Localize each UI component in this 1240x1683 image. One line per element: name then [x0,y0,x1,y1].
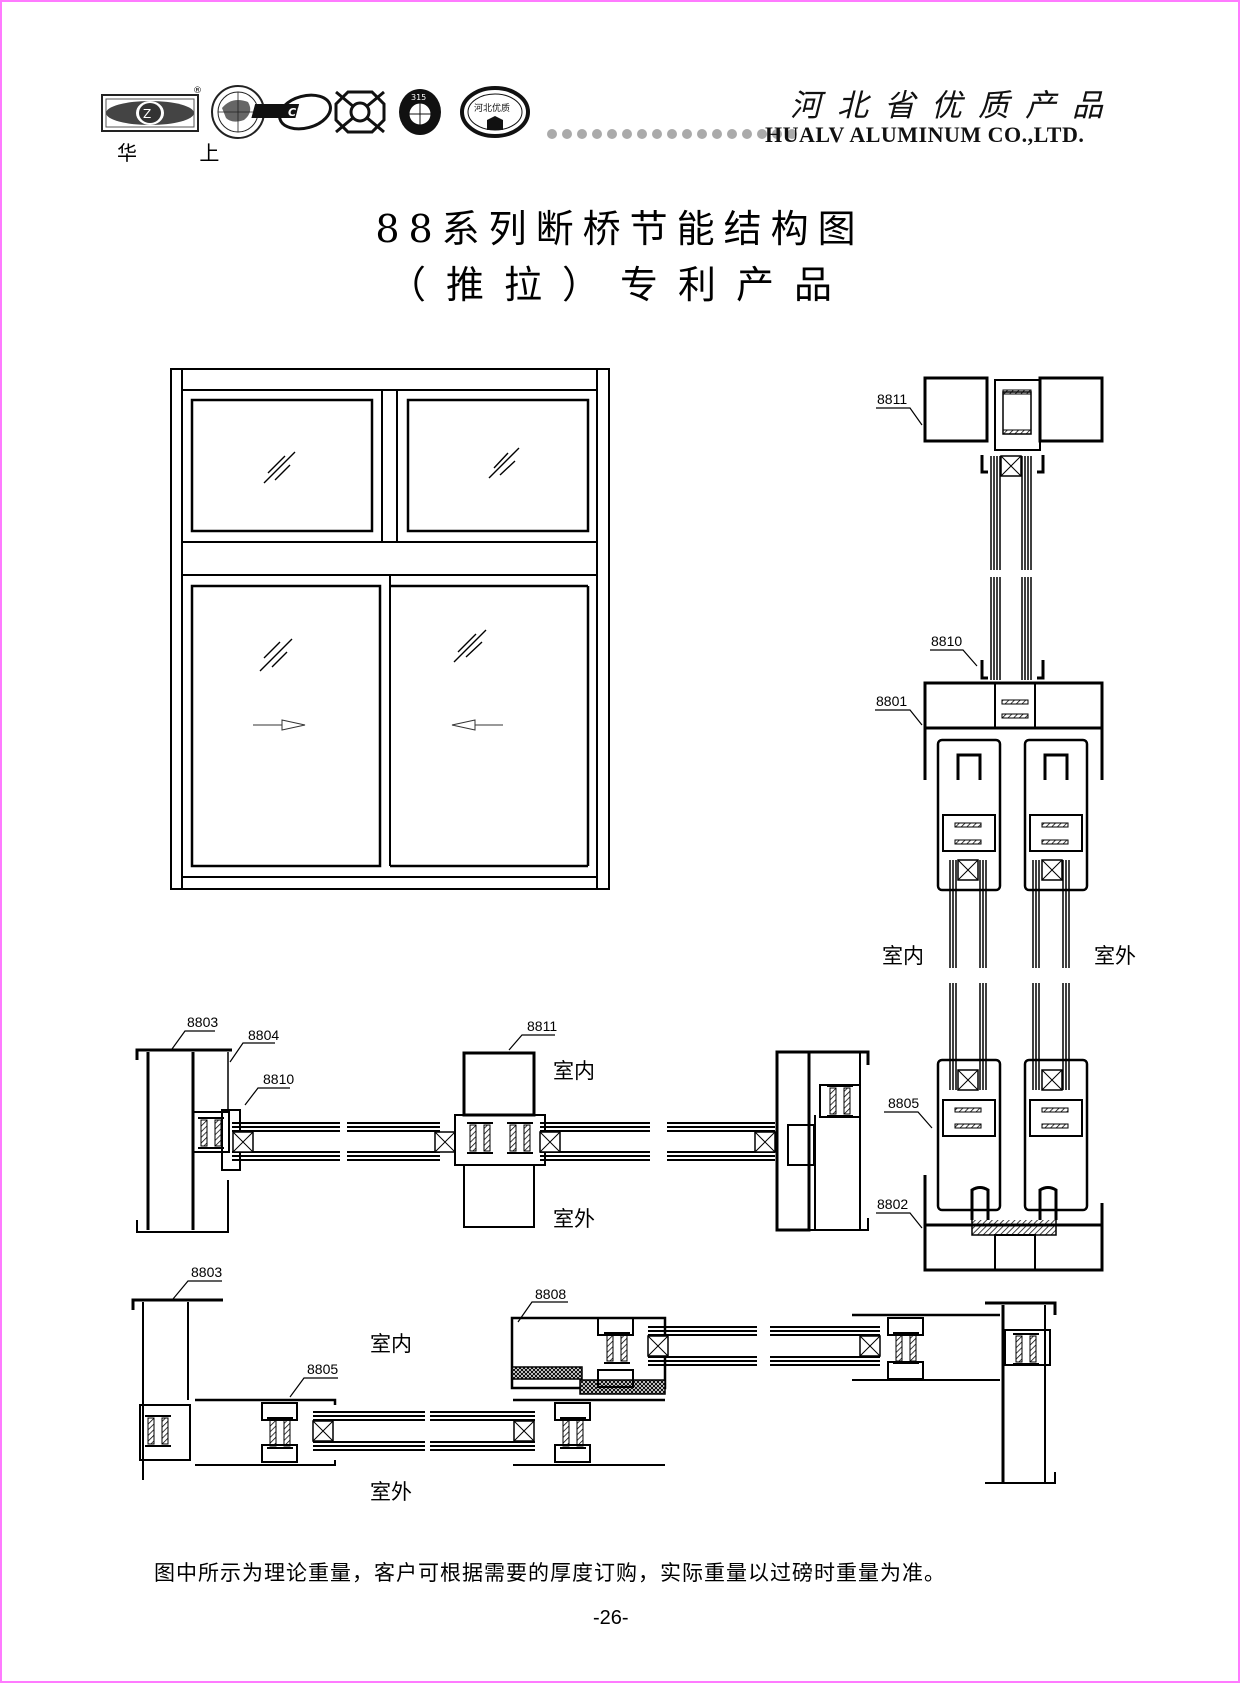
part-label-8811: 8811 [527,1018,558,1034]
part-label-8811: 8811 [877,391,908,407]
outdoor-label: 室外 [1094,944,1136,968]
certification-mark [334,90,386,134]
header-logos: Z ® CNAB 315 河北优质 [101,85,530,139]
registered-icon: ® [193,86,202,96]
indoor-label: 室内 [882,944,924,968]
horizontal-top-labels [171,1030,555,1106]
huashang-logo: Z [101,94,199,132]
horizontal-bottom-labels [172,1280,568,1398]
slide-arrow-left-icon [451,719,503,731]
part-label-8808: 8808 [535,1286,567,1302]
outdoor-label: 室外 [553,1207,595,1231]
brand-mark-text: 华 上 [117,141,248,165]
vertical-section [923,376,1104,1272]
weight-disclaimer: 图中所示为理论重量，客户可根据需要的厚度订购，实际重量以过磅时重量为准。 [154,1561,946,1585]
indoor-label: 室内 [370,1332,412,1356]
svg-text:河北优质: 河北优质 [474,102,510,114]
part-label-8805: 8805 [307,1361,339,1377]
part-label-8803: 8803 [187,1014,219,1030]
horizontal-section-bottom [131,1298,1057,1484]
part-label-8803: 8803 [191,1264,223,1280]
part-label-8810: 8810 [263,1071,295,1087]
part-label-8810: 8810 [931,633,963,649]
vertical-section-labels [875,407,978,1229]
document-title-line2: （推拉）专利产品 [387,263,852,307]
part-label-8801: 8801 [876,693,908,709]
cnab-logo: CNAB [251,93,332,131]
page-number: -26- [593,1607,629,1629]
svg-text:Z: Z [143,107,151,121]
header-dot-divider [547,129,797,139]
company-en-title: HUALV ALUMINUM CO.,LTD. [765,122,1085,147]
document-title-line1: 88系列断桥节能结构图 [375,207,865,251]
svg-text:315: 315 [411,93,426,102]
consumer-315-badge: 315 [399,89,441,135]
hebei-quality-badge: 河北优质 [460,86,530,138]
part-label-8802: 8802 [877,1196,909,1212]
indoor-label: 室内 [553,1059,595,1083]
part-label-8804: 8804 [248,1027,280,1043]
svg-text:CNAB: CNAB [288,106,322,119]
horizontal-section-top [135,1048,870,1233]
company-cn-title: 河北省优质产品 [790,88,1119,124]
slide-arrow-right-icon [253,719,306,731]
outdoor-label: 室外 [370,1480,412,1504]
window-elevation [170,368,610,890]
part-label-8805: 8805 [888,1095,920,1111]
glass-marks [259,447,520,672]
